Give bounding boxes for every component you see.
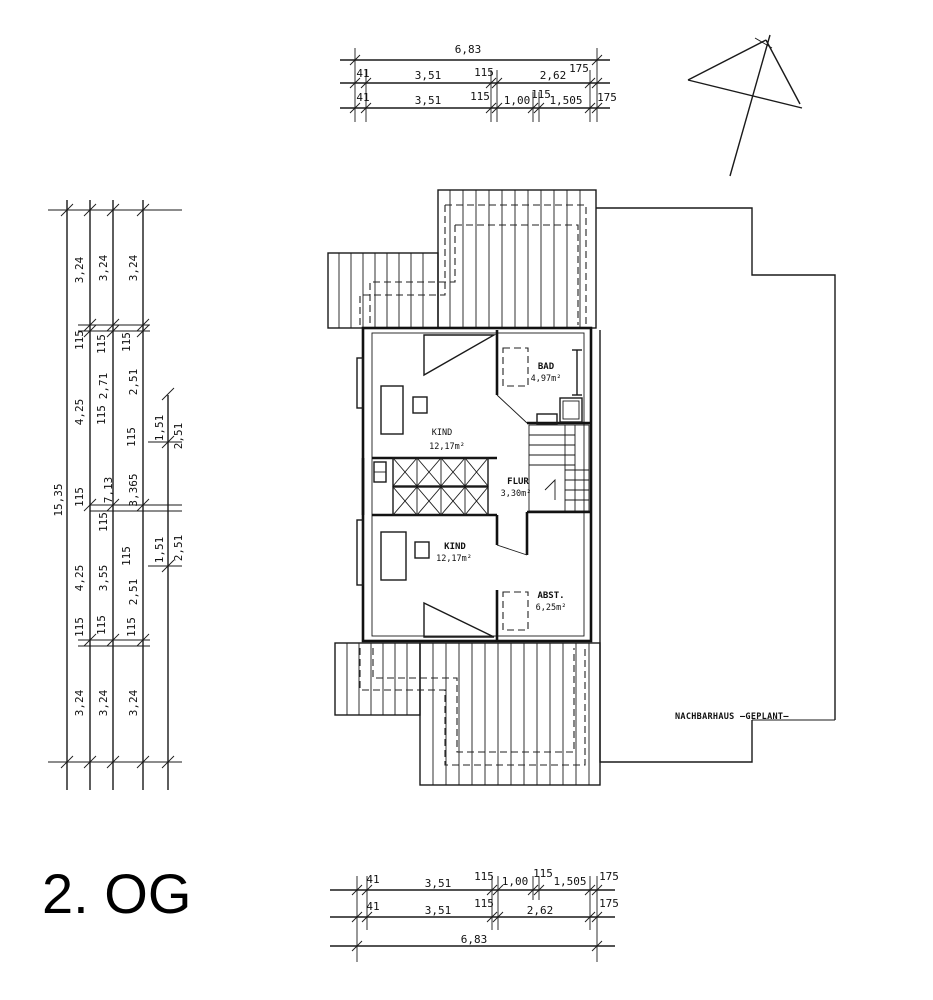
dim-left-b-1: 3,24	[97, 254, 110, 281]
dim-left-c-4: 115	[125, 427, 138, 447]
dim-left-b-2: 115	[95, 334, 108, 354]
dim-left-c-5: 3,365	[127, 473, 140, 506]
dim-top-r2-e: 115	[531, 88, 551, 101]
dim-left-b-4: 115	[95, 405, 108, 425]
room-area-bad: 4,97m²	[531, 374, 562, 384]
dim-left-c-1: 3,24	[127, 254, 140, 281]
dim-top-r2-b: 3,51	[415, 94, 442, 107]
dim-left-c-3: 2,51	[127, 369, 140, 396]
dim-bottom-r2-d: 2,62	[527, 904, 554, 917]
room-label-flur: FLUR	[507, 477, 529, 487]
dim-top-r1-b: 3,51	[415, 69, 442, 82]
dim-left-a-5: 4,25	[73, 565, 86, 592]
dim-left-a-3: 4,25	[73, 399, 86, 426]
north-arrow-icon	[687, 34, 803, 177]
dim-bottom-r2-c: 115	[474, 897, 494, 910]
dim-top-r2-g: 175	[597, 91, 617, 104]
dim-bottom-overall: 6,83	[461, 933, 488, 946]
dim-left-b-6: 115	[97, 512, 110, 532]
dim-left-a-7: 3,24	[73, 689, 86, 716]
floor-title: 2. OG	[42, 862, 192, 925]
dim-top-r2-d: 1,00	[504, 94, 531, 107]
dim-left-b-5: 7,13	[102, 477, 115, 504]
room-label-kind-bottom: KIND	[444, 542, 466, 552]
left-dimension-chains: 15,35 3,24 115 4,25 115 4,25 115 3,24 3,…	[48, 200, 185, 790]
dim-left-b-9: 3,24	[97, 689, 110, 716]
bottom-dimension-chain: 41 3,51 115 1,00 115 1,505 175 41 3,51 1…	[330, 867, 619, 962]
roof-windows	[423, 334, 497, 638]
dim-left-b-7: 3,55	[97, 565, 110, 592]
dim-bottom-r2-b: 3,51	[425, 904, 452, 917]
room-area-abst: 6,25m²	[536, 603, 567, 613]
dim-left-b-8: 115	[95, 615, 108, 635]
top-dimension-chain: 6,83 41 3,51 115 2,62 175 41 3,51 115 1,…	[340, 43, 617, 122]
dim-left-b-3: 2,71	[97, 373, 110, 400]
dim-left-c-2: 115	[120, 332, 133, 352]
dim-top-r2-f: 1,505	[549, 94, 582, 107]
dim-left-overall: 15,35	[52, 483, 65, 516]
dim-left-a-4: 115	[73, 487, 86, 507]
staircase	[528, 424, 590, 512]
dim-top-r2-c: 115	[470, 90, 490, 103]
room-area-kind-top: 12,17m²	[429, 442, 465, 452]
room-label-bad: BAD	[538, 362, 555, 372]
dim-left-d-2: 2,51	[172, 423, 185, 450]
dim-left-c-6: 115	[120, 546, 133, 566]
room-label-abst: ABST.	[537, 591, 564, 601]
dim-bottom-r1-a: 41	[366, 873, 379, 886]
dim-bottom-r1-d: 1,00	[502, 875, 529, 888]
dim-left-c-7: 2,51	[127, 579, 140, 606]
dim-top-r2-a: 41	[356, 91, 369, 104]
dim-top-r1-d: 2,62	[540, 69, 567, 82]
neighbor-house-label: NACHBARHAUS —GEPLANT—	[675, 712, 789, 722]
dim-left-d-4: 2,51	[172, 535, 185, 562]
room-area-flur: 3,30m²	[501, 489, 532, 499]
dim-left-a-6: 115	[73, 617, 86, 637]
dim-bottom-r1-c: 115	[474, 870, 494, 883]
room-area-kind-bottom: 12,17m²	[436, 554, 472, 564]
furniture	[380, 347, 583, 631]
dim-top-r1-a: 41	[356, 67, 369, 80]
roof-bottom	[334, 642, 601, 786]
dim-left-d-3: 1,51	[153, 537, 166, 564]
dim-bottom-r2-e: 175	[599, 897, 619, 910]
dim-top-r1-e: 175	[569, 62, 589, 75]
dim-bottom-r1-e: 115	[533, 867, 553, 880]
neighbor-house-outline	[596, 207, 836, 763]
dim-left-d-1: 1,51	[153, 415, 166, 442]
dim-top-overall: 6,83	[455, 43, 482, 56]
dim-bottom-r1-b: 3,51	[425, 877, 452, 890]
chimney-shafts	[373, 457, 489, 516]
dim-bottom-r1-f: 1,505	[553, 875, 586, 888]
dim-left-c-8: 115	[125, 617, 138, 637]
room-label-kind-top: KIND	[432, 428, 452, 438]
dim-bottom-r2-a: 41	[366, 900, 379, 913]
dim-left-a-2: 115	[73, 330, 86, 350]
roof-top	[327, 189, 597, 329]
dim-left-c-9: 3,24	[127, 689, 140, 716]
dim-bottom-r1-g: 175	[599, 870, 619, 883]
dim-top-r1-c: 115	[474, 66, 494, 79]
dim-left-a-1: 3,24	[73, 256, 86, 283]
